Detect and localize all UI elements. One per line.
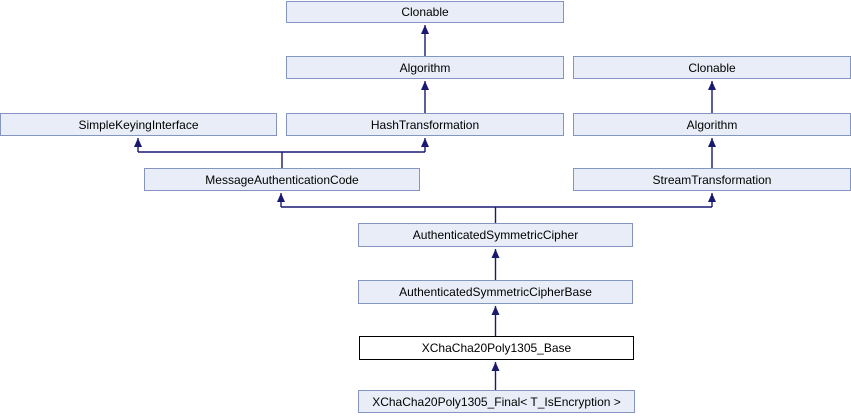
node-xchacha20poly1305-base: XChaCha20Poly1305_Base bbox=[359, 336, 634, 360]
node-simple-keying-interface[interactable]: SimpleKeyingInterface bbox=[0, 113, 277, 136]
node-hash-transformation[interactable]: HashTransformation bbox=[286, 113, 564, 136]
node-algorithm-mid[interactable]: Algorithm bbox=[286, 56, 564, 79]
node-authenticated-symmetric-cipher[interactable]: AuthenticatedSymmetricCipher bbox=[358, 223, 633, 247]
node-message-authentication-code[interactable]: MessageAuthenticationCode bbox=[144, 168, 420, 191]
node-stream-transformation[interactable]: StreamTransformation bbox=[573, 168, 851, 191]
node-authenticated-symmetric-cipher-base[interactable]: AuthenticatedSymmetricCipherBase bbox=[358, 280, 633, 304]
node-clonable-top[interactable]: Clonable bbox=[286, 1, 564, 23]
node-algorithm-right[interactable]: Algorithm bbox=[573, 113, 851, 136]
node-xchacha20poly1305-final[interactable]: XChaCha20Poly1305_Final< T_IsEncryption … bbox=[358, 390, 635, 413]
node-clonable-right[interactable]: Clonable bbox=[573, 56, 851, 79]
